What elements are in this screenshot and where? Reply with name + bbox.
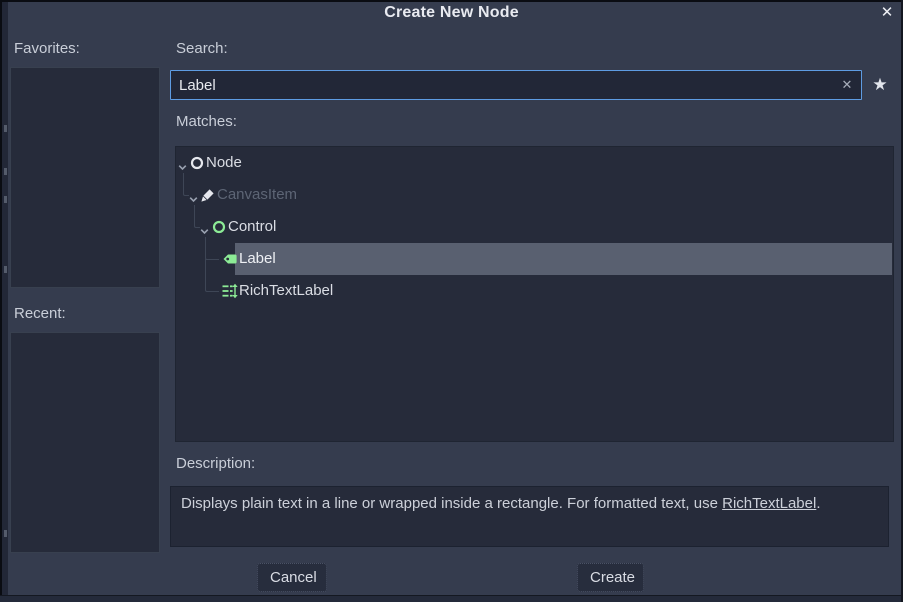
dialog-title: Create New Node — [384, 4, 519, 21]
tree-item-label[interactable]: Label — [176, 243, 893, 275]
favorite-star-icon[interactable]: ★ — [872, 75, 888, 94]
tree-guide-line — [194, 205, 200, 228]
tree-item-control[interactable]: Control — [176, 211, 893, 243]
chevron-down-icon[interactable] — [189, 191, 198, 203]
tree-guide-line — [205, 259, 219, 292]
bg-bottom-strip — [0, 595, 903, 602]
description-suffix: . — [816, 495, 821, 512]
chevron-down-icon[interactable] — [200, 223, 209, 235]
richtextlabel-link[interactable]: RichTextLabel — [722, 495, 817, 512]
selected-row-highlight — [235, 243, 892, 275]
tree-guide-line — [183, 173, 189, 196]
bg-text-fragment — [4, 196, 7, 203]
create-button[interactable]: Create — [577, 563, 644, 592]
favorites-label: Favorites: — [14, 40, 80, 57]
description-label: Description: — [176, 455, 256, 472]
tree-item-label: Label — [239, 250, 276, 267]
tree-item-label: RichTextLabel — [239, 282, 334, 299]
chevron-down-icon[interactable] — [178, 159, 187, 171]
favorites-panel[interactable] — [10, 67, 160, 288]
tree-item-label: Node — [206, 154, 242, 171]
bg-text-fragment — [4, 266, 7, 273]
bg-text-fragment — [4, 530, 7, 537]
description-text: Displays plain text in a line or wrapped… — [181, 495, 723, 512]
clear-search-icon[interactable]: ✕ — [841, 77, 853, 92]
matches-label: Matches: — [176, 113, 237, 130]
recent-panel[interactable] — [10, 332, 160, 553]
bg-right-edge — [901, 0, 903, 602]
tree-guide-line — [205, 237, 219, 260]
tree-item-label: CanvasItem — [217, 186, 298, 203]
tree-item-node[interactable]: Node — [176, 147, 893, 179]
rich-text-label-icon — [222, 283, 238, 299]
tree-item-richtextlabel[interactable]: RichTextLabel — [176, 275, 893, 307]
bg-text-fragment — [4, 125, 7, 132]
bg-left-strip — [0, 0, 8, 602]
tree-item-canvasitem[interactable]: CanvasItem — [176, 179, 893, 211]
search-input[interactable] — [170, 70, 862, 100]
bg-text-fragment — [4, 168, 7, 175]
canvas-item-icon — [200, 187, 216, 203]
close-icon[interactable]: ✕ — [880, 4, 894, 21]
label-icon — [222, 251, 238, 267]
bg-top-edge — [0, 0, 903, 2]
recent-label: Recent: — [14, 305, 66, 322]
description-box: Displays plain text in a line or wrapped… — [170, 486, 889, 547]
tree-item-label: Control — [228, 218, 277, 235]
search-label: Search: — [176, 40, 228, 57]
cancel-button[interactable]: Cancel — [257, 563, 327, 592]
node-icon — [189, 155, 205, 171]
control-icon — [211, 219, 227, 235]
